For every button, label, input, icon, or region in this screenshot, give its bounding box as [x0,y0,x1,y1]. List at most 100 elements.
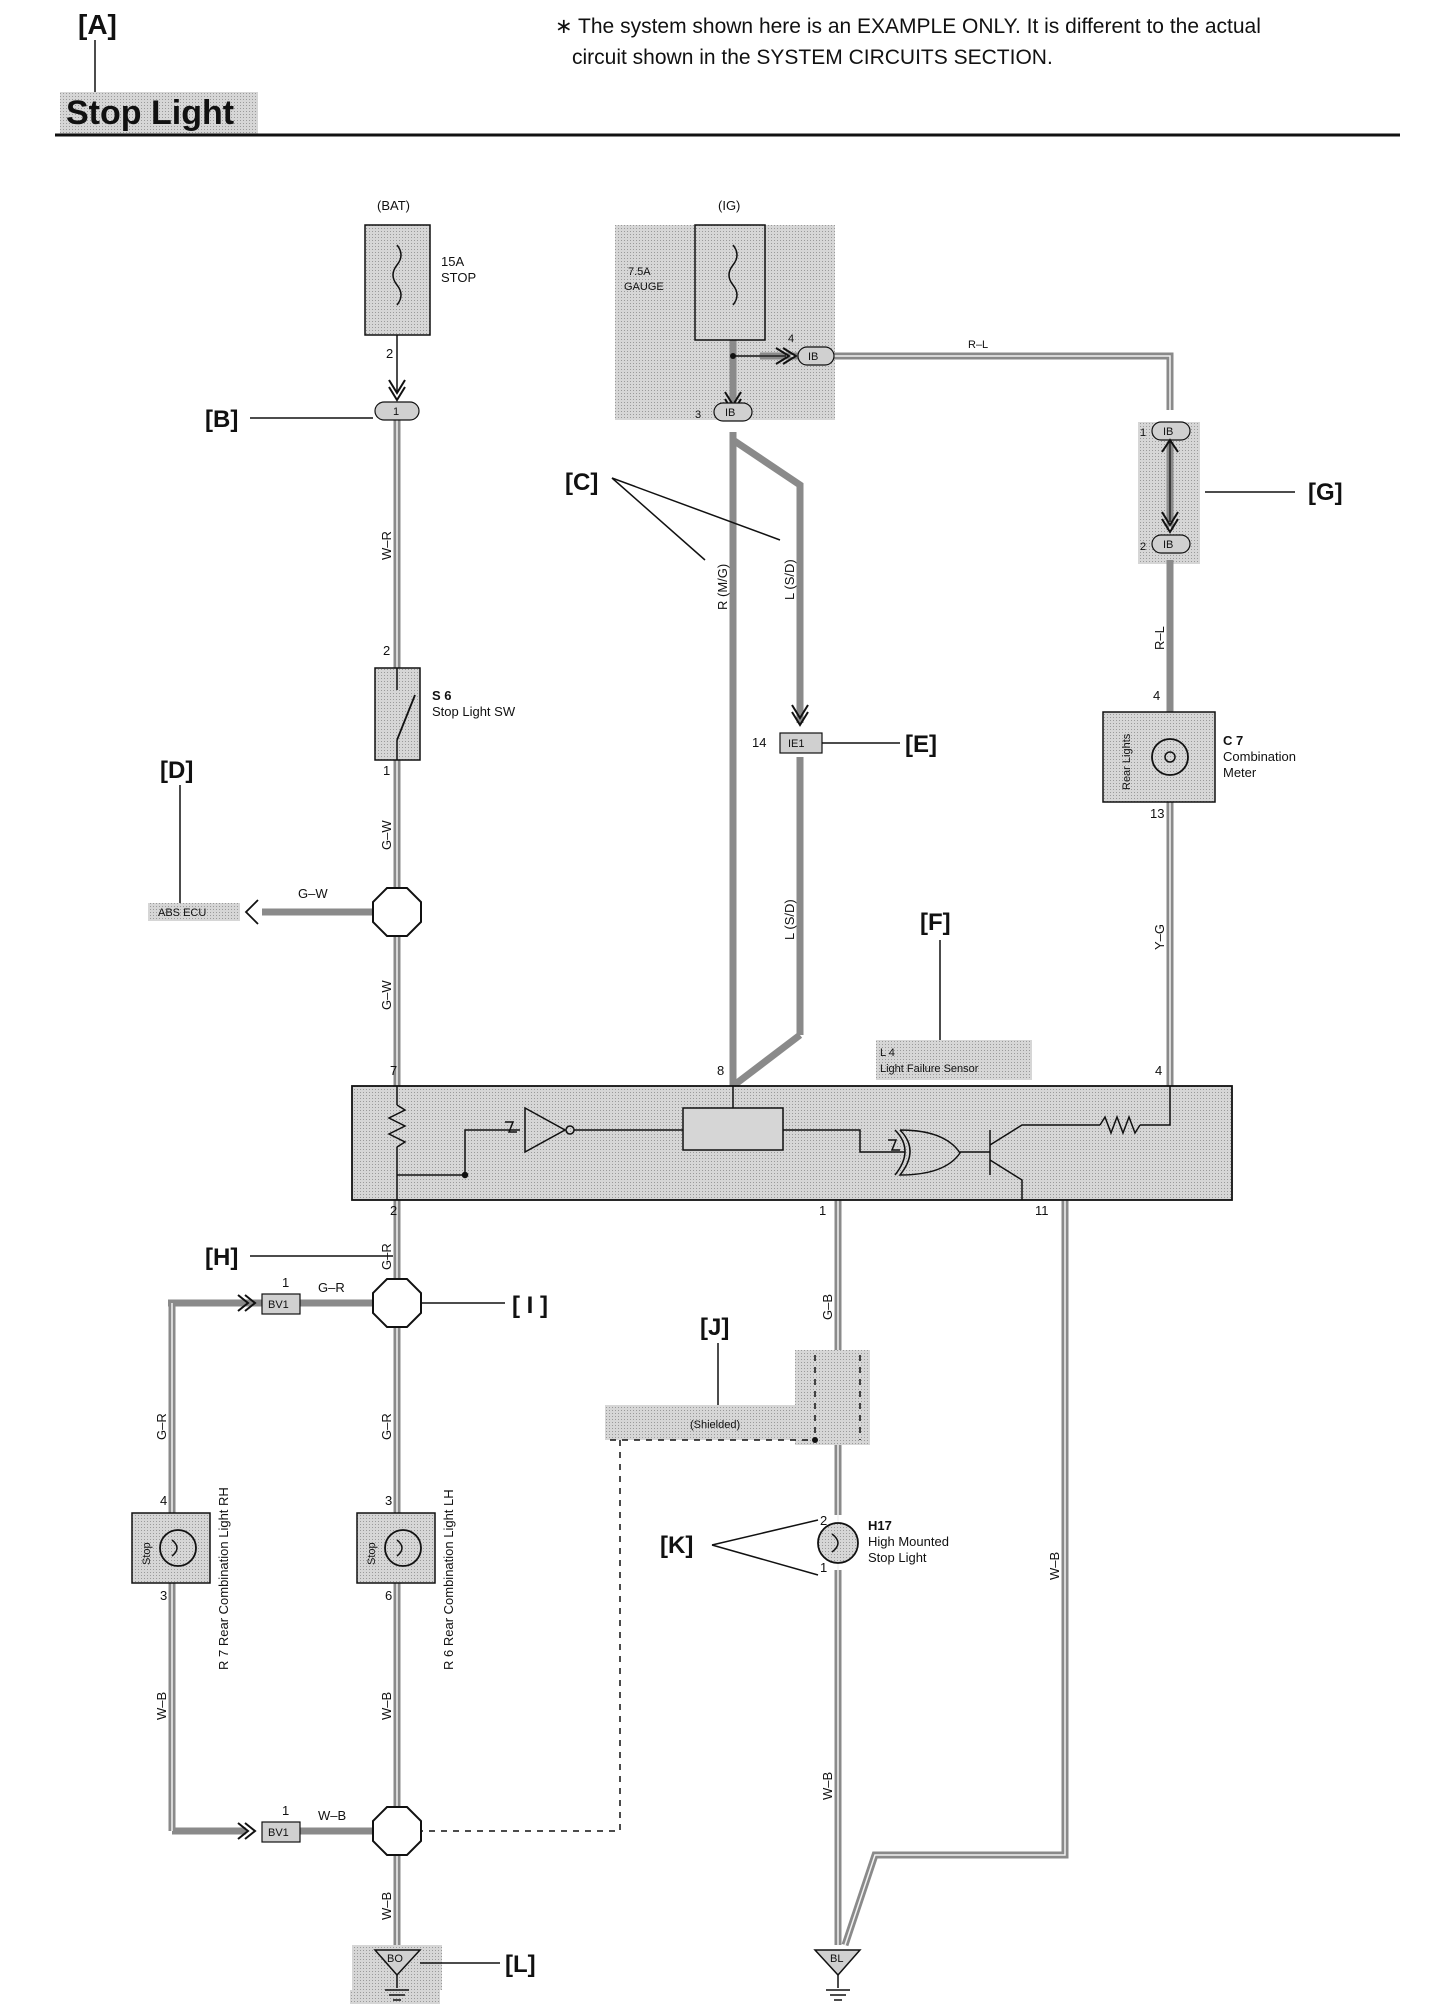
junction-connector-1: 1 [393,406,399,418]
wire-y-g: Y–G [1152,924,1167,950]
ie1-connector: IE1 [788,738,805,750]
fuse-15a-name: STOP [441,270,476,285]
pin-label: 7 [390,1063,397,1078]
callout-i: [ I ] [512,1292,548,1319]
pin-label: 1 [383,763,390,778]
r6-label: R 6 Rear Combination Light LH [441,1489,456,1670]
l4-name: Light Failure Sensor [880,1063,979,1075]
rear-combination-light-lh [356,1512,436,1584]
bv1-connector-upper: BV1 [268,1299,289,1311]
pin-label: 4 [1155,1063,1162,1078]
h17-id: H17 [868,1518,892,1533]
callout-l: [L] [505,1951,536,1978]
wire-w-r: W–R [379,531,394,560]
pin-label: 6 [385,1588,392,1603]
pin-label: 1 [1140,427,1146,439]
callout-j: [J] [700,1314,729,1341]
callout-a: [A] [78,9,117,40]
pin-label: 14 [752,735,766,750]
pin-label: 2 [386,346,393,361]
ib-connector-pin4: IB [808,351,818,363]
wire-g-r-horizontal: G–R [318,1280,345,1295]
ib-connector-pin1: IB [1163,426,1173,438]
l4-id: L 4 [880,1047,895,1059]
ib-connector-pin3: IB [725,407,735,419]
wire-r-mg: R (M/G) [715,564,730,610]
bat-label: (BAT) [377,198,410,213]
lh-stop-label: Stop [366,1542,378,1565]
wire-w-b-ground: W–B [379,1892,394,1920]
c7-inner-label: Rear Lights [1121,733,1133,790]
shielded-label: (Shielded) [690,1419,740,1431]
example-note-line-1: ∗ The system shown here is an EXAMPLE ON… [555,15,1261,38]
wire-l-sd-lower: L (S/D) [782,899,797,940]
wire-r-l-vertical: R–L [1152,626,1167,650]
wire-l-sd-upper: L (S/D) [782,559,797,600]
splice-point-lower [372,1806,422,1856]
callout-f: [F] [920,909,951,936]
callout-e: [E] [905,731,937,758]
ground-bl [813,1949,862,1977]
wire-g-w-upper: G–W [379,820,394,850]
pin-label: 8 [717,1063,724,1078]
callout-b: [B] [205,406,238,433]
fuse-15a [364,224,431,336]
example-note-line-2: circuit shown in the SYSTEM CIRCUITS SEC… [572,46,1053,69]
wire-g-w-horizontal: G–W [298,886,328,901]
bo-ground-shade [350,1990,440,2004]
s6-name: Stop Light SW [432,704,516,719]
fuse-7-5a-amp: 7.5A [628,266,651,278]
pin-label: 4 [1153,688,1160,703]
h17-name-2: Stop Light [868,1550,927,1565]
wire-w-b-sensor: W–B [1047,1552,1062,1580]
pin-label: 3 [160,1588,167,1603]
rh-stop-label: Stop [141,1542,153,1565]
pin-label: 1 [282,1275,289,1290]
pin-label: 2 [383,643,390,658]
pin-label: 3 [695,409,701,421]
splice-point-i [372,1278,422,1328]
pin-label: 1 [819,1203,826,1218]
s6-id: S 6 [432,688,452,703]
pin-label: 2 [820,1513,827,1528]
wire-g-w-lower: G–W [379,980,394,1010]
wire-g-r-lh: G–R [379,1413,394,1440]
pin-label: 13 [1150,806,1164,821]
fuse-7-5a [694,224,766,341]
bv1-connector-lower: BV1 [268,1827,289,1839]
wire-g-r-upper: G–R [379,1243,394,1270]
pin-label: 1 [282,1803,289,1818]
callout-g: [G] [1308,479,1343,506]
wire-w-b-horizontal: W–B [318,1808,346,1823]
ground-bl-label: BL [830,1953,843,1965]
callout-h: [H] [205,1244,238,1271]
abs-ecu-label: ABS ECU [158,907,206,919]
pin-label: 2 [1140,541,1146,553]
light-failure-sensor [351,1085,1233,1201]
c7-name-2: Meter [1223,765,1257,780]
wire-g-r-rh: G–R [154,1413,169,1440]
ig-label: (IG) [718,198,740,213]
pin-label: 11 [1035,1203,1049,1218]
wire-g-b: G–B [820,1294,835,1320]
pin-label: 4 [788,333,794,345]
h17-name-1: High Mounted [868,1534,949,1549]
wire-w-b-h17: W–B [820,1772,835,1800]
splice-point-upper [372,887,422,937]
ib-connector-pin2: IB [1163,539,1173,551]
pin-label: 4 [160,1493,167,1508]
page-title: Stop Light [66,94,234,132]
callout-c: [C] [565,469,598,496]
pin-label: 1 [820,1560,827,1575]
pin-label: 3 [385,1493,392,1508]
wire-w-b-rh: W–B [154,1692,169,1720]
c7-id: C 7 [1223,733,1243,748]
callout-k: [K] [660,1532,693,1559]
rear-combination-light-rh [131,1512,211,1584]
pin-label: 2 [390,1203,397,1218]
wire-r-l-top: R–L [968,339,988,351]
ground-bo [373,1949,422,1977]
combination-meter [1102,711,1216,803]
r7-label: R 7 Rear Combination Light RH [216,1487,231,1670]
